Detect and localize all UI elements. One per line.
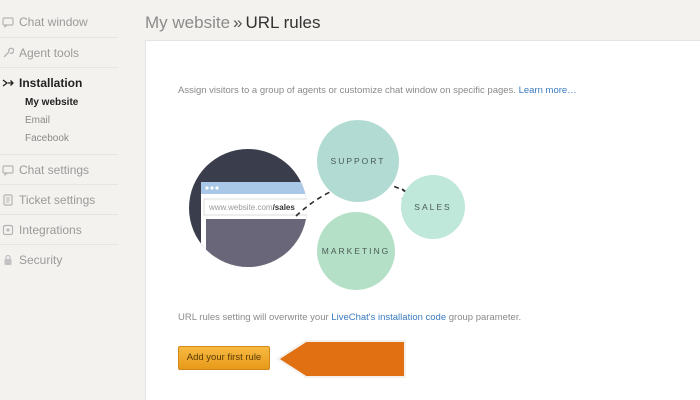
sidebar-item-agent-tools[interactable]: Agent tools: [0, 37, 118, 67]
sales-bubble: SALES: [401, 175, 465, 239]
intro-description: Assign visitors to a group of agents or …: [178, 85, 516, 96]
ticket-icon: [2, 193, 14, 206]
url-path: /sales: [272, 203, 295, 212]
installation-note: URL rules setting will overwrite your Li…: [178, 312, 521, 323]
sidebar-item-label: Ticket settings: [19, 192, 96, 207]
sidebar-subitem-email[interactable]: Email: [25, 115, 51, 126]
sidebar-item-installation[interactable]: Installation: [0, 67, 118, 97]
marketing-bubble: MARKETING: [317, 212, 395, 290]
illustration-graphics: [189, 149, 413, 267]
add-first-rule-button[interactable]: Add your first rule: [178, 346, 270, 370]
lock-icon: [2, 254, 14, 266]
breadcrumb-separator: »: [233, 13, 243, 32]
breadcrumb[interactable]: My website: [145, 13, 231, 32]
learn-more-link[interactable]: Learn more…: [518, 85, 577, 96]
chat-window-icon: [2, 16, 14, 29]
support-bubble: SUPPORT: [317, 120, 399, 202]
content-card: Assign visitors to a group of agents or …: [145, 40, 700, 400]
sidebar-item-security[interactable]: Security: [0, 244, 118, 274]
pointer-arrow-icon: [276, 340, 406, 378]
routing-arrow: [295, 181, 409, 217]
wrench-icon: [2, 47, 15, 59]
sidebar-item-label: Installation: [19, 75, 83, 90]
page-title: My website»URL rules: [145, 13, 320, 33]
installation-icon: [2, 77, 14, 89]
intro-text: Assign visitors to a group of agents or …: [178, 85, 577, 96]
installation-code-link[interactable]: LiveChat's installation code: [331, 312, 447, 323]
page-heading: URL rules: [245, 13, 321, 32]
sidebar-item-label: Security: [19, 252, 63, 267]
sidebar-item-chat-window[interactable]: Chat window: [0, 7, 118, 37]
sidebar: Chat window Agent tools Installation My …: [0, 0, 118, 400]
sidebar-item-label: Chat settings: [19, 162, 90, 177]
sidebar-item-ticket-settings[interactable]: Ticket settings: [0, 184, 118, 214]
integrations-icon: [2, 224, 14, 236]
url-domain: www.website.com: [209, 203, 273, 212]
sidebar-item-label: Chat window: [19, 15, 88, 29]
note-prefix: URL rules setting will overwrite your: [178, 312, 329, 323]
note-suffix: group parameter.: [448, 312, 522, 323]
browser-window: [201, 182, 307, 267]
sidebar-item-integrations[interactable]: Integrations: [0, 214, 118, 244]
chat-settings-icon: [2, 164, 14, 176]
sidebar-item-label: Integrations: [19, 222, 82, 237]
sidebar-subitem-my-website[interactable]: My website: [25, 97, 79, 108]
sidebar-item-label: Agent tools: [19, 45, 80, 60]
url-bar-text: www.website.com/sales: [209, 203, 295, 212]
sidebar-subitem-facebook[interactable]: Facebook: [25, 133, 69, 144]
sidebar-item-chat-settings[interactable]: Chat settings: [0, 154, 118, 184]
url-rules-illustration: www.website.com/sales SUPPORT MARKETING …: [146, 41, 700, 301]
